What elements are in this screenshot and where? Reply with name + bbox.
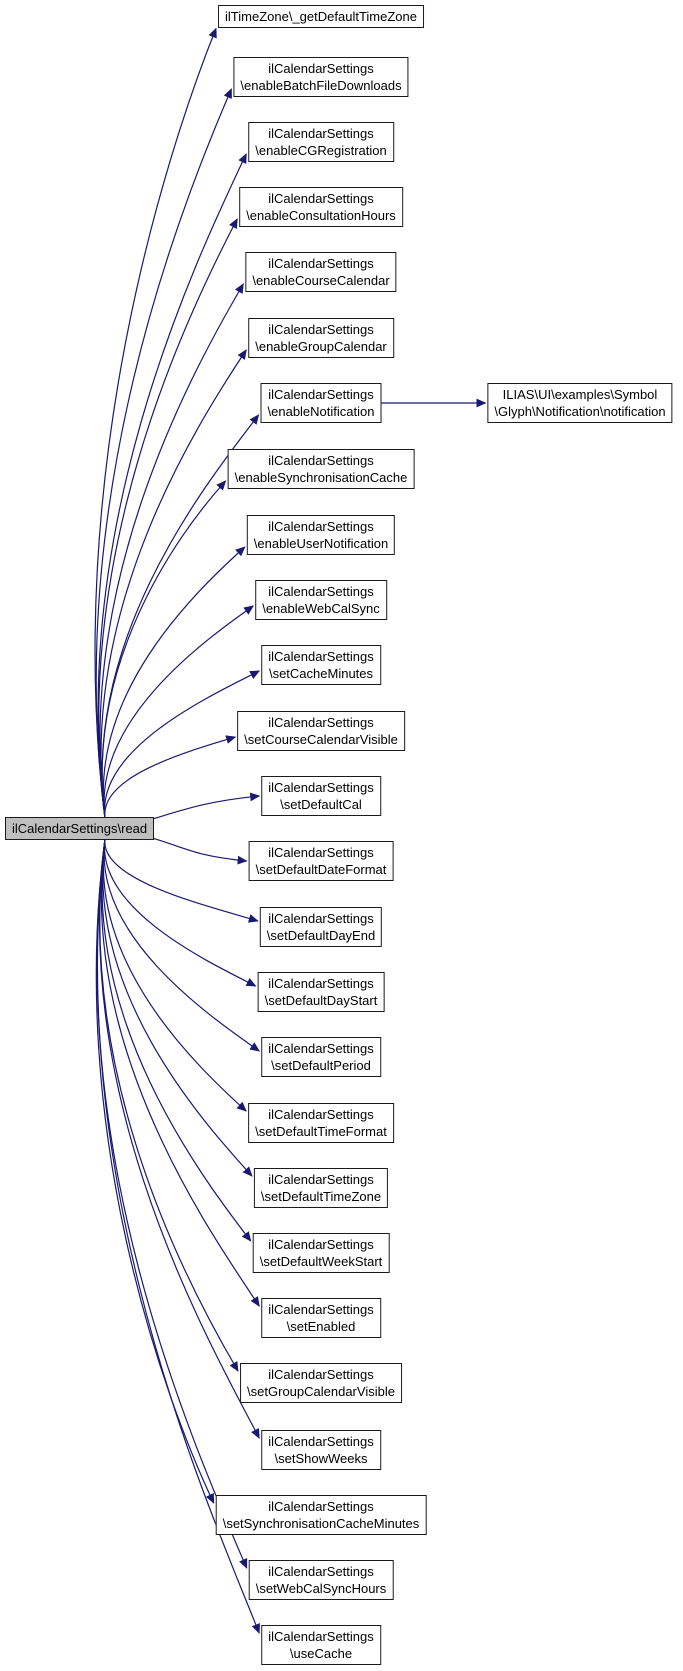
node-setdefaultperiod[interactable]: ilCalendarSettings \setDefaultPeriod: [261, 1037, 381, 1077]
call-edge: [104, 735, 237, 819]
call-edge: [102, 546, 246, 819]
call-edge: [104, 838, 259, 923]
node-ilias-glyph-notification[interactable]: ILIAS\UI\examples\Symbol \Glyph\Notifica…: [487, 383, 673, 423]
node-enableusernotification[interactable]: ilCalendarSettings \enableUserNotificati…: [246, 515, 396, 555]
call-edge: [101, 838, 252, 1242]
node-enablesynchronisationcache[interactable]: ilCalendarSettings \enableSynchronisatio…: [227, 449, 415, 489]
call-edge: [95, 838, 215, 1504]
node-usecache[interactable]: ilCalendarSettings \useCache: [261, 1625, 381, 1665]
node-setdefaultdaystart[interactable]: ilCalendarSettings \setDefaultDayStart: [257, 972, 385, 1012]
node-setgroupcalendarvisible[interactable]: ilCalendarSettings \setGroupCalendarVisi…: [240, 1363, 402, 1403]
node-setdefaulttimeformat[interactable]: ilCalendarSettings \setDefaultTimeFormat: [248, 1103, 394, 1143]
node-ilcalendarsettings-read[interactable]: ilCalendarSettings\read: [5, 817, 155, 840]
node-enablecoursecalendar[interactable]: ilCalendarSettings \enableCourseCalendar: [245, 252, 397, 292]
call-edge: [99, 838, 239, 1372]
call-edge: [152, 792, 261, 820]
node-enablegroupcalendar[interactable]: ilCalendarSettings \enableGroupCalendar: [248, 318, 394, 358]
node-setenabled[interactable]: ilCalendarSettings \setEnabled: [261, 1298, 381, 1338]
node-setdefaultdateformat[interactable]: ilCalendarSettings \setDefaultDateFormat: [248, 841, 394, 881]
call-edge: [95, 88, 232, 819]
node-setshowweeks[interactable]: ilCalendarSettings \setShowWeeks: [261, 1430, 381, 1470]
node-setwebcalsynchours[interactable]: ilCalendarSettings \setWebCalSyncHours: [248, 1560, 394, 1600]
call-edge: [99, 283, 244, 819]
node-enablecgregistration[interactable]: ilCalendarSettings \enableCGRegistration: [248, 122, 394, 162]
call-edge: [94, 27, 217, 819]
node-enableconsultationhours[interactable]: ilCalendarSettings \enableConsultationHo…: [239, 187, 403, 227]
call-edge: [96, 838, 248, 1569]
call-edge: [102, 838, 247, 1112]
node-setcacheminutes[interactable]: ilCalendarSettings \setCacheMinutes: [261, 645, 381, 685]
call-edge: [103, 838, 261, 1052]
call-edge: [100, 349, 247, 819]
call-edge: [152, 837, 248, 865]
call-edge: [98, 218, 238, 819]
node-setcoursecalendarvisible[interactable]: ilCalendarSettings \setCourseCalendarVis…: [237, 711, 405, 751]
node-setdefaultweekstart[interactable]: ilCalendarSettings \setDefaultWeekStart: [252, 1233, 390, 1273]
node-iltimezone-getdefaulttimezone[interactable]: ilTimeZone\_getDefaultTimeZone: [218, 5, 424, 28]
call-edge: [104, 670, 261, 819]
node-enablenotification[interactable]: ilCalendarSettings \enableNotification: [260, 383, 382, 423]
call-edge: [100, 838, 260, 1307]
node-setdefaultcal[interactable]: ilCalendarSettings \setDefaultCal: [261, 776, 381, 816]
node-enablewebcalsync[interactable]: ilCalendarSettings \enableWebCalSync: [255, 580, 387, 620]
node-setsynchronisationcacheminutes[interactable]: ilCalendarSettings \setSynchronisationCa…: [215, 1495, 427, 1535]
call-edge: [101, 480, 227, 819]
node-setdefaulttimezone[interactable]: ilCalendarSettings \setDefaultTimeZone: [253, 1168, 389, 1208]
call-edge: [97, 153, 247, 819]
call-edge: [104, 838, 257, 987]
call-edge: [102, 838, 253, 1177]
call-edge: [103, 605, 255, 819]
node-setdefaultdayend[interactable]: ilCalendarSettings \setDefaultDayEnd: [259, 907, 383, 947]
node-enablebatchfiledownloads[interactable]: ilCalendarSettings \enableBatchFileDownl…: [233, 57, 409, 97]
call-edge: [98, 838, 260, 1439]
